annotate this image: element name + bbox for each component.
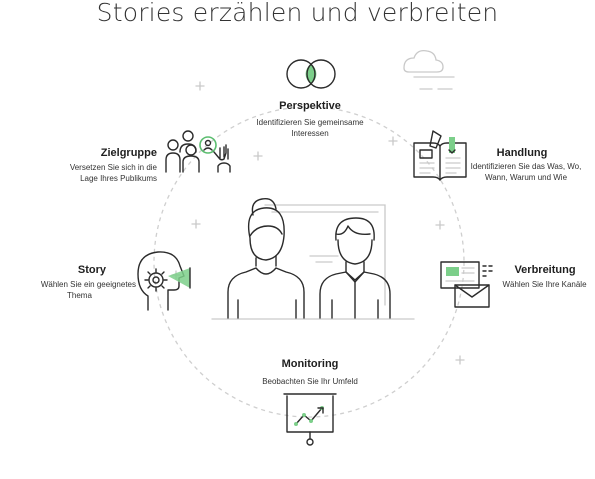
- verbreitung-desc-line-1: Wählen Sie Ihre Kanäle: [502, 280, 587, 289]
- perspektive-desc-line-2: Interessen: [291, 129, 329, 138]
- zielgruppe-desc-line-2: Lage Ihres Publikums: [80, 174, 157, 183]
- monitoring-desc-line-1: Beobachten Sie Ihr Umfeld: [262, 377, 358, 386]
- page-title: Stories erzählen und verbreiten: [96, 0, 499, 27]
- audience-icon: [165, 130, 231, 173]
- zielgruppe-desc-line-1: Versetzen Sie sich in die: [69, 163, 157, 172]
- handlung-desc-line-1: Identifizieren Sie das Was, Wo,: [470, 162, 582, 171]
- story-title: Story: [77, 264, 106, 276]
- head-gear-icon: [137, 251, 191, 311]
- handlung-desc-line-2: Wann, Warum und Wie: [484, 173, 568, 182]
- book-icon: [413, 130, 467, 181]
- verbreitung-title: Verbreitung: [514, 264, 576, 276]
- people-icon: [211, 198, 415, 320]
- handlung-title: Handlung: [496, 147, 548, 159]
- perspektive-desc-line-1: Identifizieren Sie gemeinsame: [256, 118, 364, 127]
- mail-icon: [440, 261, 493, 308]
- dashed-cycle-circle: [153, 106, 465, 418]
- story-desc-line-1: Wählen Sie ein geeignetes: [40, 280, 136, 289]
- perspektive-title: Perspektive: [279, 100, 341, 112]
- zielgruppe-title: Zielgruppe: [100, 147, 157, 159]
- monitoring-title: Monitoring: [281, 358, 339, 370]
- story-desc-line-2: Thema: [67, 291, 92, 300]
- presentation-chart-icon: [283, 393, 337, 446]
- venn-icon: [286, 59, 336, 89]
- cloud-icon: [403, 50, 455, 90]
